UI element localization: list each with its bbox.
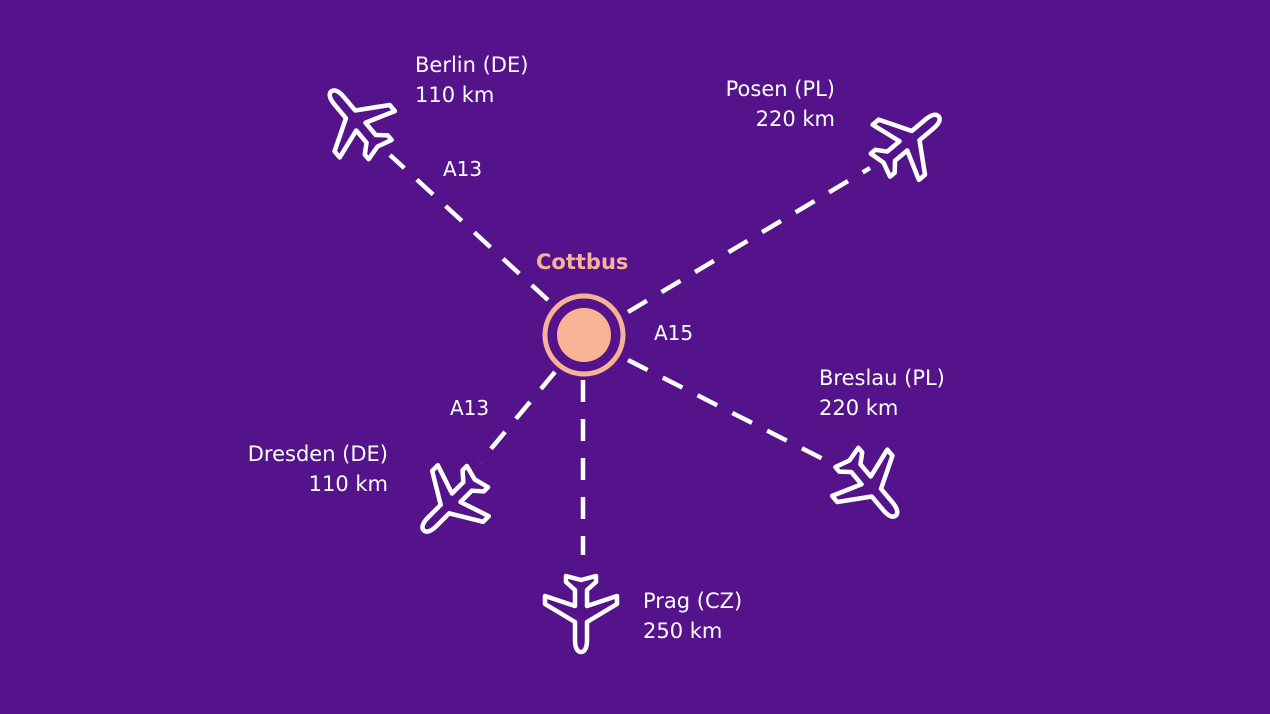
destination-distance: 110 km <box>308 472 388 496</box>
route-line-posen <box>626 166 872 314</box>
destination-label-berlin: Berlin (DE) 110 km <box>415 50 528 110</box>
center-city-label: Cottbus <box>536 250 629 274</box>
road-label-a13-north: A13 <box>443 157 483 181</box>
destination-name: Dresden (DE) <box>247 442 388 466</box>
airplane-icon-breslau <box>819 434 923 539</box>
airplane-icon-posen <box>857 89 962 193</box>
airplane-icon-dresden <box>398 451 503 556</box>
destination-name: Prag (CZ) <box>643 589 743 613</box>
destination-distance: 250 km <box>643 619 723 643</box>
destination-label-dresden: Dresden (DE) 110 km <box>220 439 388 499</box>
road-label-a13-south: A13 <box>450 396 490 420</box>
destination-label-posen: Posen (PL) 220 km <box>700 74 835 134</box>
destination-distance: 220 km <box>755 107 835 131</box>
destination-name: Posen (PL) <box>725 77 835 101</box>
route-line-dresden <box>478 370 557 464</box>
destination-distance: 220 km <box>819 396 899 420</box>
destination-name: Breslau (PL) <box>819 366 945 390</box>
destination-distance: 110 km <box>415 83 495 107</box>
airplane-icon-prag <box>545 576 617 652</box>
city-marker <box>542 293 626 377</box>
destination-name: Berlin (DE) <box>415 53 529 77</box>
road-label-a15: A15 <box>654 321 694 345</box>
destination-label-breslau: Breslau (PL) 220 km <box>819 363 945 423</box>
destination-label-prag: Prag (CZ) 250 km <box>643 586 742 646</box>
route-line-breslau <box>626 357 827 463</box>
